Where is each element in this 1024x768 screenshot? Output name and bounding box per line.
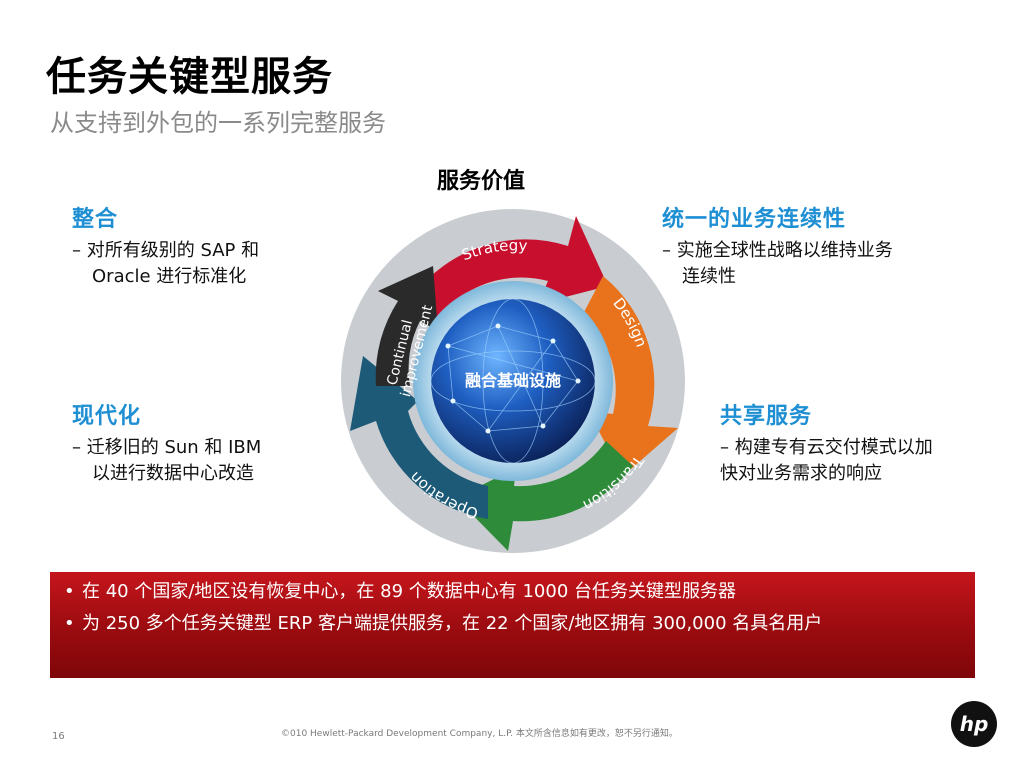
quadrant-business-continuity: 统一的业务连续性 – 实施全球性战略以维持业务 连续性	[662, 207, 893, 290]
transition-segment	[456, 441, 633, 551]
design-segment	[583, 276, 678, 476]
quadrant-shared-services: 共享服务 – 构建专有云交付模式以加 快对业务需求的响应	[720, 404, 933, 487]
quadrant-heading: 整合	[72, 207, 119, 232]
highlights-list: 在 40 个国家/地区设有恢复中心，在 89 个数据中心有 1000 台任务关键…	[64, 578, 961, 637]
description-line: – 构建专有云交付模式以加	[720, 437, 933, 458]
description-line: – 实施全球性战略以维持业务	[662, 240, 893, 261]
highlights-banner: 在 40 个国家/地区设有恢复中心，在 89 个数据中心有 1000 台任务关键…	[50, 572, 975, 678]
description-line: – 对所有级别的 SAP 和	[72, 240, 260, 261]
quadrant-heading: 统一的业务连续性	[662, 207, 847, 232]
logo-text: hp	[960, 712, 989, 736]
service-lifecycle-diagram: 融合基础设施 Strategy Design Transition Operat…	[341, 209, 685, 553]
slide-subtitle: 从支持到外包的一系列完整服务	[50, 109, 386, 137]
quadrant-heading: 共享服务	[720, 404, 813, 429]
globe-network-lines	[430, 298, 596, 464]
quadrant-description: – 迁移旧的 Sun 和 IBM 以进行数据中心改造	[72, 435, 261, 487]
service-value-heading: 服务价值	[437, 169, 526, 194]
page-number: 16	[52, 731, 65, 742]
operation-segment	[350, 356, 488, 519]
quadrant-description: – 对所有级别的 SAP 和 Oracle 进行标准化	[72, 238, 259, 290]
quadrant-description: – 构建专有云交付模式以加 快对业务需求的响应	[720, 435, 933, 487]
highlight-item: 为 250 多个任务关键型 ERP 客户端提供服务，在 22 个国家/地区拥有 …	[64, 610, 961, 637]
quadrant-integration: 整合 – 对所有级别的 SAP 和 Oracle 进行标准化	[72, 207, 259, 290]
description-line: 连续性	[682, 266, 736, 287]
description-line: Oracle 进行标准化	[92, 266, 247, 287]
copyright-notice: ©010 Hewlett-Packard Development Company…	[281, 729, 678, 739]
slide-title: 任务关键型服务	[46, 54, 333, 100]
globe-nodes	[445, 323, 581, 434]
continual-improvement-segment	[375, 266, 438, 386]
hp-logo: hp	[951, 701, 997, 747]
description-line: 以进行数据中心改造	[92, 463, 254, 484]
description-line: 快对业务需求的响应	[720, 463, 882, 484]
description-line: – 迁移旧的 Sun 和 IBM	[72, 437, 262, 458]
quadrant-heading: 现代化	[72, 404, 142, 429]
quadrant-description: – 实施全球性战略以维持业务 连续性	[662, 238, 893, 290]
center-label: 融合基础设施	[465, 371, 561, 390]
quadrant-modernization: 现代化 – 迁移旧的 Sun 和 IBM 以进行数据中心改造	[72, 404, 261, 487]
highlight-item: 在 40 个国家/地区设有恢复中心，在 89 个数据中心有 1000 台任务关键…	[64, 578, 961, 605]
